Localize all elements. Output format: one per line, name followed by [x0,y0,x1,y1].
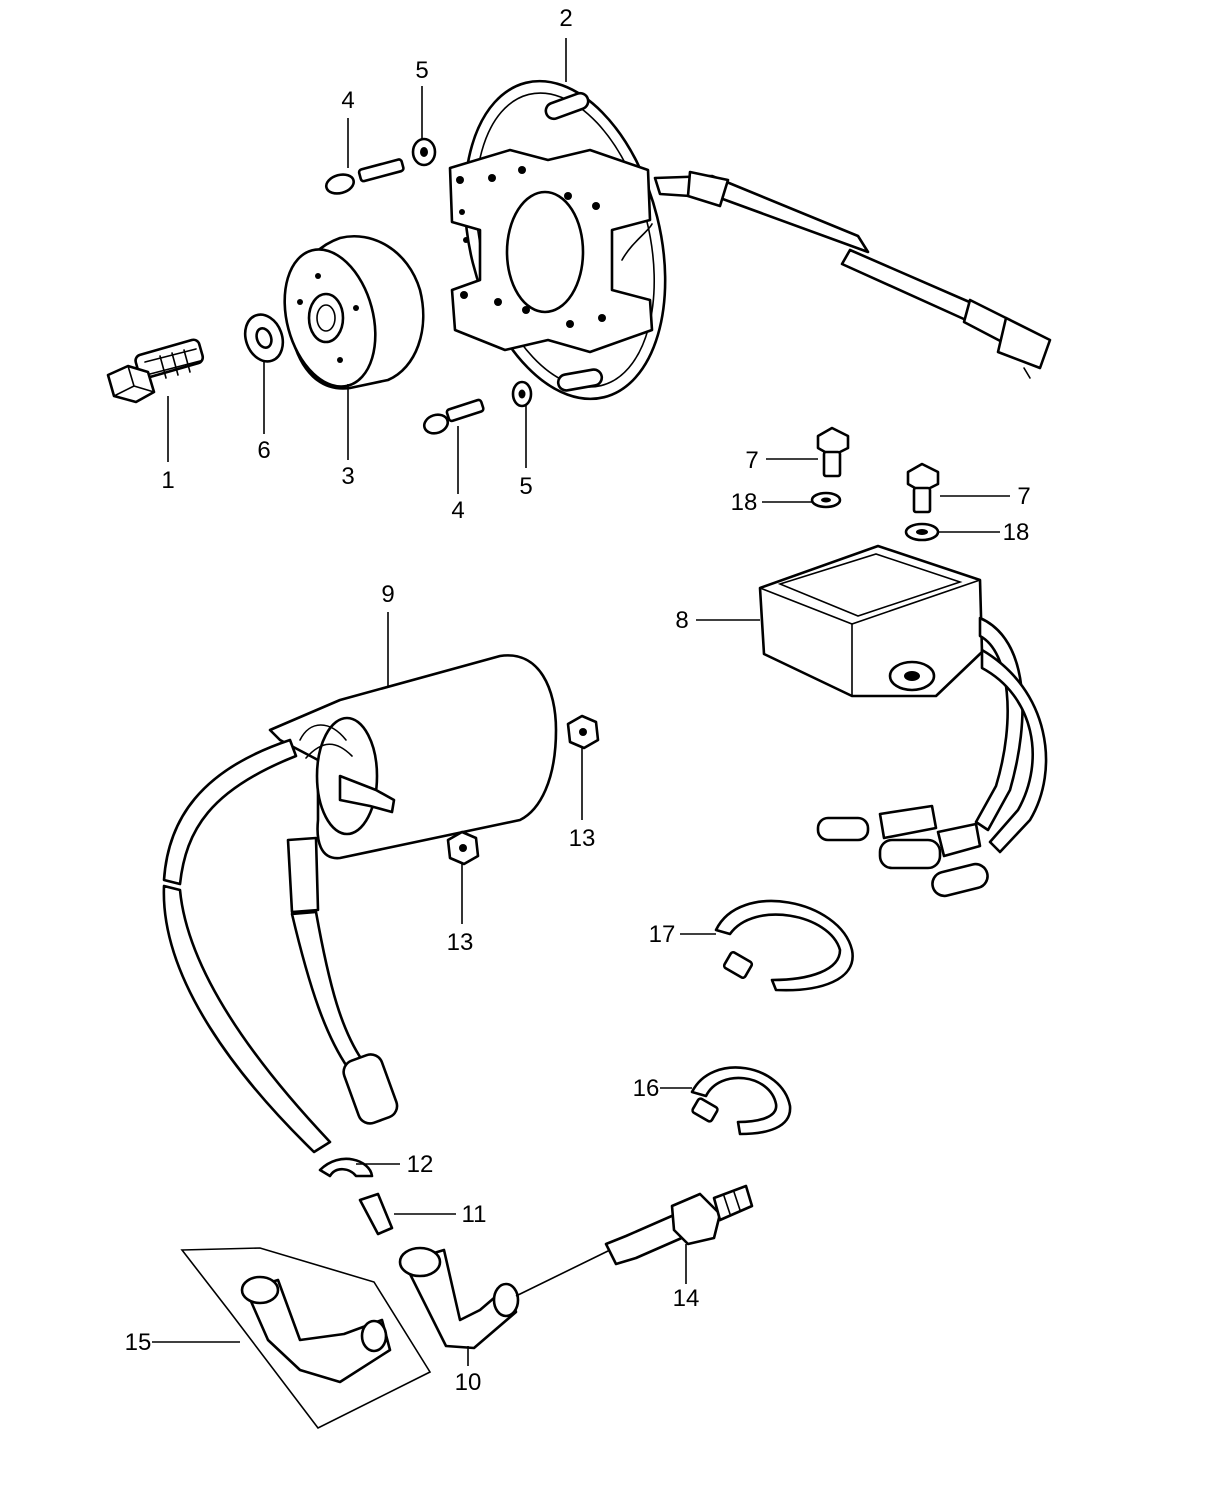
callout-13-lower: 13 [447,929,474,956]
callout-7-left: 7 [745,447,758,474]
callout-14: 14 [673,1285,700,1312]
part-11-terminal [358,1192,394,1236]
part-2-stator-assembly [448,79,1052,401]
callout-13-upper: 13 [569,825,596,852]
callout-4-upper: 4 [341,87,354,114]
part-9-ignition-coil [162,654,558,1154]
callout-5-upper: 5 [415,57,428,84]
callout-7-right: 7 [1017,483,1030,510]
callout-18-right: 18 [1003,519,1030,546]
part-5-washer-upper [411,137,437,167]
callout-2: 2 [559,5,572,32]
part-4-screw-upper [324,158,405,195]
part-14-spark-plug [604,1184,754,1266]
part-7-bolt-left [816,426,850,478]
callout-1: 1 [161,467,174,494]
part-18-washer-right [904,522,940,542]
callout-11: 11 [462,1201,487,1228]
part-6-washer [243,313,285,363]
callout-6: 6 [257,437,270,464]
callout-10: 10 [455,1369,482,1396]
callout-12: 12 [407,1151,434,1178]
callout-15: 15 [125,1329,152,1356]
leader-lines [152,38,1010,1366]
part-10-spark-plug-cap [398,1246,520,1350]
part-18-washer-left [810,491,842,509]
part-7-bolt-right [906,462,940,514]
part-13-nut-lower [446,830,480,866]
part-3-flywheel-rotor [283,235,425,390]
part-13-nut-upper [566,714,600,750]
callout-17: 17 [649,921,676,948]
callout-5-lower: 5 [519,473,532,500]
part-12-seal [318,1157,374,1178]
part-15-spark-plug-cap-option [180,1247,432,1430]
callout-labels: 1 2 3 4 4 5 5 6 7 7 8 9 10 11 12 13 13 1… [125,5,1031,1396]
callout-9: 9 [381,581,394,608]
callout-4-lower: 4 [451,497,464,524]
part-5-washer-lower [511,380,533,408]
callout-3: 3 [341,463,354,490]
callout-8: 8 [675,607,688,634]
part-4-screw-lower [422,398,485,435]
callout-18-left: 18 [731,489,758,516]
part-1-hex-bolt [106,338,205,404]
part-8-cdi-unit [758,544,1048,898]
part-16-clamp [690,1066,792,1136]
callout-16: 16 [633,1075,660,1102]
part-17-clamp [714,899,854,992]
